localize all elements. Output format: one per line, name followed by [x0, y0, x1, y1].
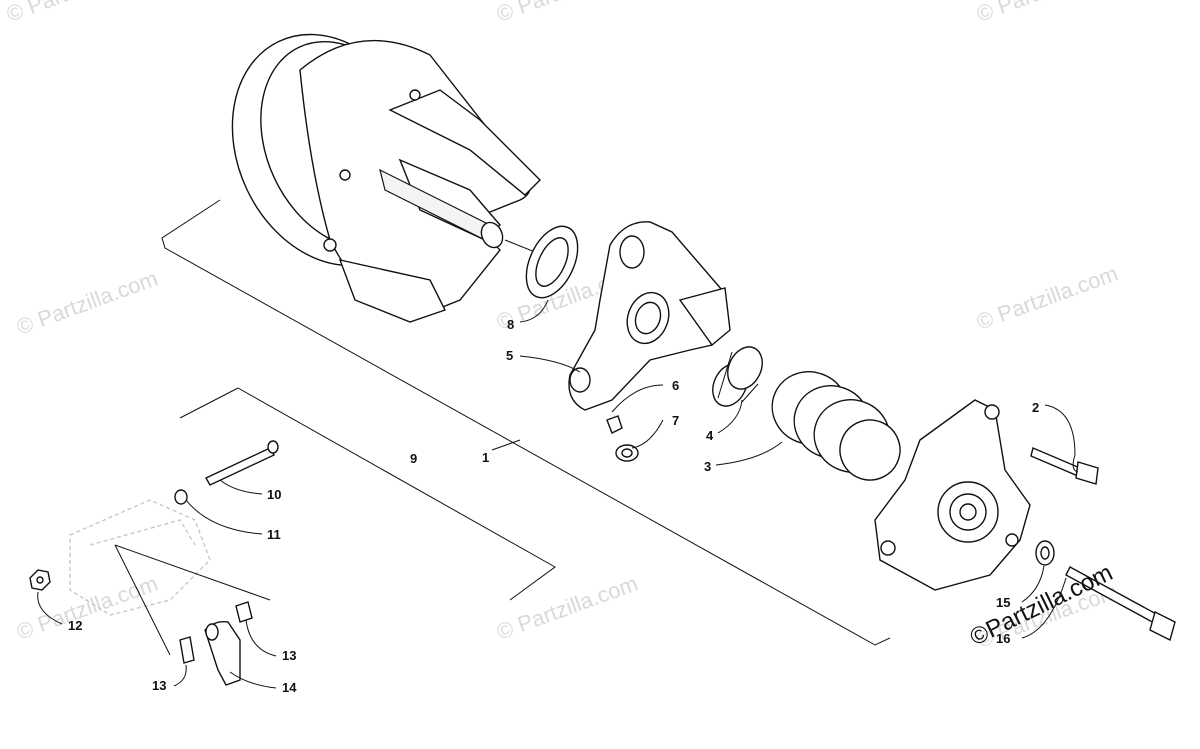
clutch-sheave-assembly [231, 33, 546, 323]
part-12-nut [29, 569, 51, 591]
part-16-bolt [1065, 566, 1176, 642]
part-15-washer [1035, 540, 1055, 566]
watermark-faint: © Partzilla.com [973, 0, 1121, 27]
part-4-bushing [712, 346, 763, 407]
guide-lines-13-14 [114, 544, 271, 656]
callout-labels: 1 2 3 4 5 6 7 8 9 10 11 12 13 13 14 15 1… [68, 317, 1039, 695]
part-5-spider [568, 221, 731, 411]
part-8-washer [525, 225, 579, 299]
callout-3: 3 [704, 459, 711, 474]
callout-4: 4 [706, 428, 714, 443]
callout-14: 14 [282, 680, 297, 695]
leader-lines [37, 299, 1079, 689]
part-10-pin [205, 440, 279, 486]
callout-7: 7 [672, 413, 679, 428]
assembly-bracket-9 [179, 387, 556, 601]
part-13-plate-lower [179, 636, 195, 664]
watermark-faint: © Partzilla.com [13, 266, 161, 340]
callout-6: 6 [672, 378, 679, 393]
callout-16: 16 [996, 631, 1010, 646]
part-11-washer [174, 489, 188, 505]
watermark-faint: © Partzilla.com [3, 0, 151, 27]
callout-12: 12 [68, 618, 82, 633]
callout-13-upper: 13 [282, 648, 296, 663]
callout-15: 15 [996, 595, 1010, 610]
callout-11: 11 [267, 527, 281, 542]
callout-5: 5 [506, 348, 513, 363]
callout-10: 10 [267, 487, 281, 502]
cover-plate [874, 399, 1031, 591]
part-7-nut [615, 444, 639, 462]
watermark-faint: © Partzilla.com [493, 571, 641, 645]
assembly-bracket-1 [161, 199, 891, 646]
part-14-weight-arm [204, 620, 241, 686]
part-13-plate-upper [235, 601, 253, 623]
callout-8: 8 [507, 317, 514, 332]
callout-9: 9 [410, 451, 417, 466]
part-2-bolt [1030, 447, 1099, 485]
watermark-faint: © Partzilla.com [973, 261, 1121, 335]
callout-13-lower: 13 [152, 678, 166, 693]
part-6-screw [606, 415, 623, 434]
callout-2: 2 [1032, 400, 1039, 415]
part-3-spring [771, 371, 901, 481]
ghost-arm [69, 499, 211, 616]
watermark-faint: © Partzilla.com [493, 0, 641, 27]
callout-1: 1 [482, 450, 489, 465]
